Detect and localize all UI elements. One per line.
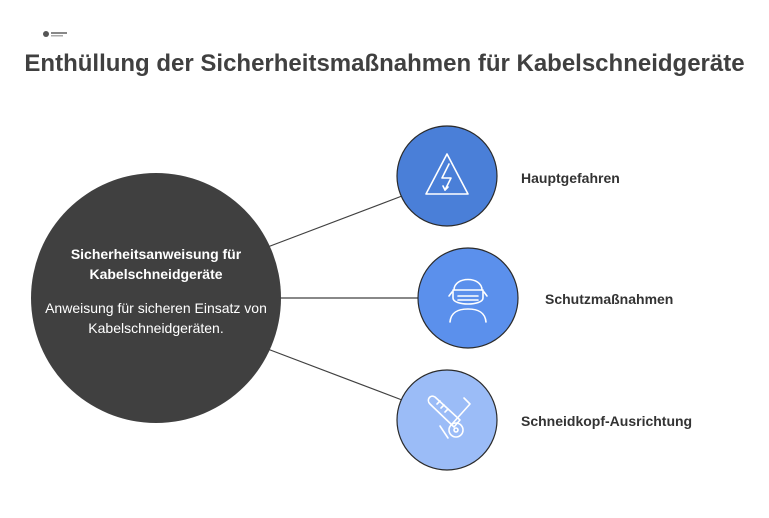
face-mask-person-icon [448, 278, 488, 323]
logo-icon [43, 31, 67, 37]
label-schneidkopf-ausrichtung: Schneidkopf-Ausrichtung [521, 413, 693, 429]
connector-line-1 [264, 195, 403, 249]
item-circle-1 [396, 125, 498, 227]
label-schutzmassnahmen: Schutzmaßnahmen [545, 291, 674, 307]
connector-line-3 [264, 347, 403, 401]
warning-voltage-icon [425, 153, 469, 195]
center-description: Anweisung für sicheren Einsatz von Kabel… [45, 300, 267, 336]
cutting-tool-icon [427, 395, 471, 439]
center-text: Sicherheitsanweisung für Kabelschneidger… [40, 244, 272, 338]
label-hauptgefahren: Hauptgefahren [521, 170, 620, 186]
item-circle-2 [417, 247, 519, 349]
center-circle [31, 173, 281, 423]
center-title: Sicherheitsanweisung für Kabelschneidger… [70, 246, 242, 282]
page-title: Enthüllung der Sicherheitsmaßnahmen für … [24, 50, 745, 77]
